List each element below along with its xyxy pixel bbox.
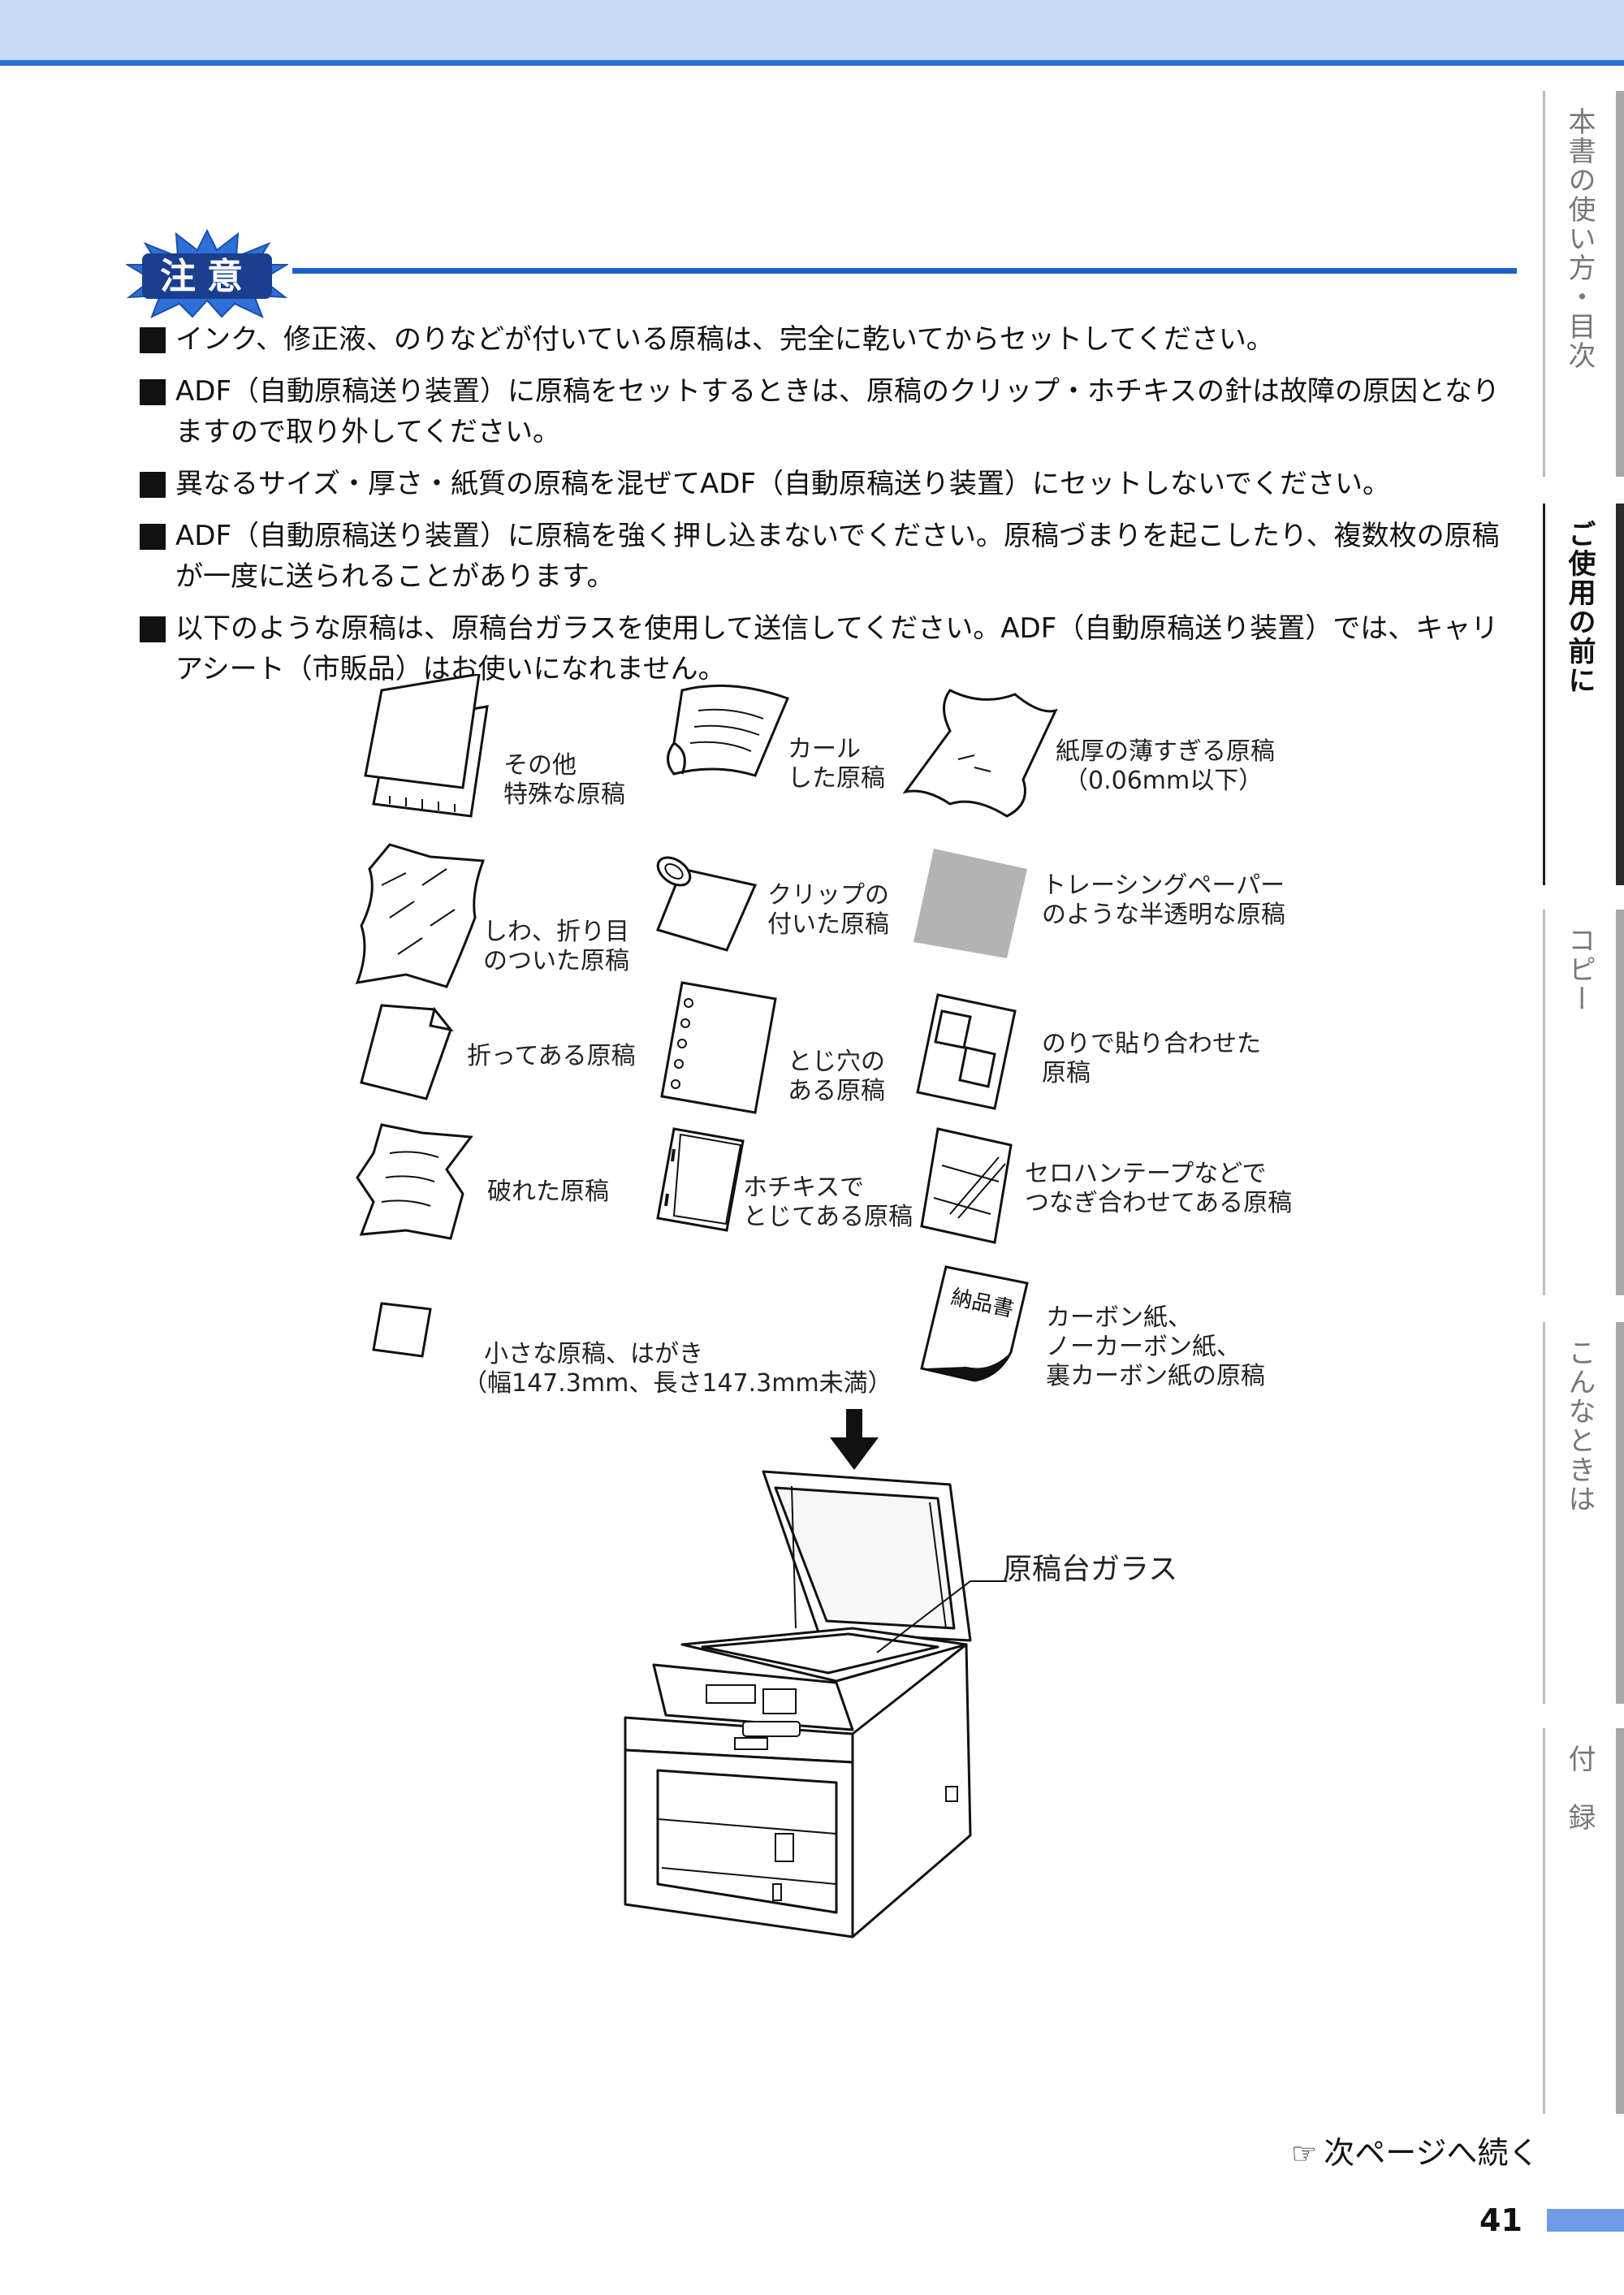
- caption-thin: 紙厚の薄すぎる原稿（0.06mm以下）: [1056, 737, 1275, 795]
- tab-label: ご使用の前に: [1563, 520, 1596, 695]
- caption-other: その他特殊な原稿: [503, 751, 625, 809]
- scanner-glass-label: 原稿台ガラス: [1003, 1553, 1178, 1586]
- caution-item: ADF（自動原稿送り装置）に原稿をセットするときは、原稿のクリップ・ホチキスの針…: [140, 371, 1520, 452]
- bullet-square-icon: [140, 472, 166, 498]
- bullet-square-icon: [140, 327, 166, 353]
- tracing-paper-icon: [914, 849, 1027, 958]
- special-document-icon: [364, 674, 489, 818]
- tab-troubleshooting[interactable]: こんなときは: [1543, 1322, 1624, 1704]
- caution-rule: [292, 268, 1517, 274]
- caution-list: インク、修正液、のりなどが付いている原稿は、完全に乾いてからセットしてください。…: [140, 319, 1520, 701]
- caption-clip: クリップの付いた原稿: [767, 881, 889, 939]
- page-number-bar: [1547, 2209, 1624, 2232]
- bullet-square-icon: [140, 379, 166, 405]
- tab-label: コピー: [1563, 926, 1596, 1014]
- caution-text: 注意: [160, 256, 254, 297]
- small-document-icon: [372, 1302, 432, 1358]
- tab-label: 本書の使い方・目次: [1563, 107, 1596, 370]
- tab-toc[interactable]: 本書の使い方・目次: [1543, 91, 1624, 477]
- scanner-illustration: [624, 1470, 972, 1938]
- clipped-document-icon: [655, 856, 758, 952]
- caution-item: インク、修正液、のりなどが付いている原稿は、完全に乾いてからセットしてください。: [140, 319, 1520, 360]
- tab-appendix[interactable]: 付 録: [1543, 1728, 1624, 2114]
- tab-before-use[interactable]: ご使用の前に: [1543, 504, 1624, 885]
- bullet-square-icon: [140, 616, 166, 642]
- caption-taped: セロハンテープなどでつなぎ合わせてある原稿: [1025, 1160, 1293, 1217]
- torn-document-icon: [356, 1123, 473, 1240]
- pointing-hand-icon: ☞: [1291, 2137, 1318, 2171]
- tab-label: 付 録: [1563, 1744, 1596, 1832]
- folded-document-icon: [360, 1004, 454, 1100]
- curled-document-icon: [667, 684, 789, 777]
- header-bar: [0, 0, 1624, 62]
- caption-torn: 破れた原稿: [487, 1178, 609, 1206]
- caption-stapled: ホチキスでとじてある原稿: [743, 1173, 914, 1231]
- tab-label: こんなときは: [1563, 1338, 1596, 1514]
- caution-badge: 注意: [126, 229, 288, 318]
- continue-next-page[interactable]: ☞次ページへ続く: [1291, 2135, 1540, 2171]
- carbon-paper-icon: 納品書: [920, 1265, 1029, 1382]
- caption-carbon: カーボン紙、ノーカーボン紙、裏カーボン紙の原稿: [1046, 1303, 1265, 1390]
- punched-document-icon: [660, 981, 777, 1114]
- thin-paper-icon: [902, 689, 1058, 818]
- header-rule: [0, 60, 1624, 66]
- wrinkled-document-icon: [355, 843, 486, 988]
- down-arrow-icon: [830, 1409, 879, 1470]
- stapled-document-icon: [656, 1127, 745, 1232]
- caution-item: 異なるサイズ・厚さ・紙質の原稿を混ぜてADF（自動原稿送り装置）にセットしないで…: [140, 464, 1520, 504]
- glass-leader-line: [876, 1580, 1007, 1653]
- tab-copy[interactable]: コピー: [1543, 910, 1624, 1295]
- page-number: 41: [1479, 2202, 1522, 2238]
- caption-tracing: トレーシングペーパーのような半透明な原稿: [1042, 871, 1285, 929]
- bullet-square-icon: [140, 524, 166, 550]
- caption-glued: のりで貼り合わせた原稿: [1042, 1030, 1261, 1087]
- caution-item: 以下のような原稿は、原稿台ガラスを使用して送信してください。ADF（自動原稿送り…: [140, 608, 1520, 689]
- caption-folded: 折ってある原稿: [467, 1042, 636, 1070]
- caption-curl: カールした原稿: [788, 735, 885, 793]
- caption-small: 小さな原稿、はがき（幅147.3mm、長さ147.3mm未満）: [463, 1340, 892, 1398]
- caption-wrinkle: しわ、折り目のついた原稿: [483, 918, 629, 975]
- caution-item: ADF（自動原稿送り装置）に原稿を強く押し込まないでください。原稿づまりを起こし…: [140, 516, 1520, 597]
- taped-document-icon: [920, 1127, 1013, 1244]
- caption-holes: とじ穴のある原稿: [788, 1048, 885, 1105]
- glued-document-icon: [916, 993, 1017, 1110]
